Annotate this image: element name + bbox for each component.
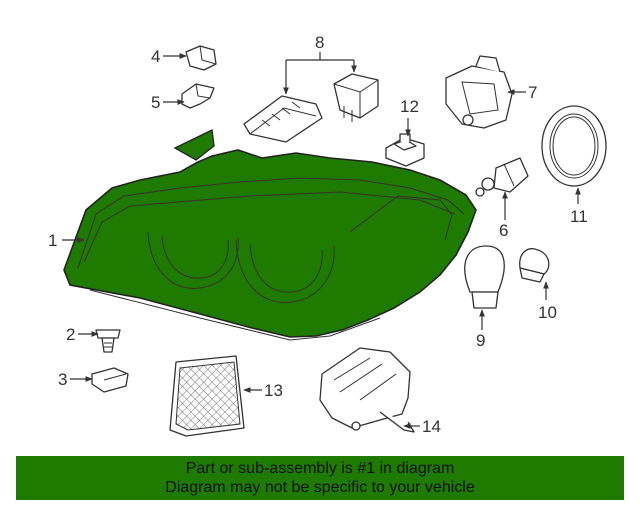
callout-label-6: 6 [499,221,508,240]
callout-label-5: 5 [151,93,160,112]
part-note-line-2: Diagram may not be specific to your vehi… [165,479,475,496]
callout-4: 4 [151,47,187,66]
socket-part-12[interactable] [385,133,425,167]
grille-part[interactable] [169,355,245,437]
callout-2: 2 [66,325,99,344]
bracket-housing-part[interactable] [319,347,415,433]
callout-label-14: 14 [422,417,441,436]
callout-1: 1 [48,231,85,250]
callout-7: 7 [507,83,537,102]
seal-ring-part[interactable] [541,105,607,187]
callout-label-10: 10 [538,303,557,322]
bulb-socket-part[interactable] [475,157,529,197]
clip-part[interactable] [91,367,129,393]
callout-label-7: 7 [528,83,537,102]
screw-part[interactable] [95,329,121,353]
callout-label-12: 12 [400,97,419,116]
callout-label-11: 11 [570,207,588,226]
parts-diagram: 1 2 3 4 5 6 7 8 9 10 11 1 [48,33,607,437]
callout-10: 10 [538,281,557,322]
part-note-banner: Part or sub-assembly is #1 in diagram Di… [16,456,624,500]
callout-8: 8 [283,33,357,95]
callout-label-1: 1 [48,231,57,250]
callout-13: 13 [243,381,283,400]
callout-label-9: 9 [476,331,485,350]
control-module-right[interactable] [333,73,379,122]
small-bulb-part[interactable] [519,248,550,283]
callout-label-3: 3 [58,370,67,389]
callout-3: 3 [58,370,93,389]
bracket-part-5[interactable] [181,83,215,109]
control-module-left[interactable] [243,95,323,143]
callout-12: 12 [400,97,419,137]
callout-label-2: 2 [66,325,75,344]
callout-5: 5 [151,93,185,112]
callout-9: 9 [476,309,485,350]
callout-label-8: 8 [315,33,324,52]
actuator-housing-part[interactable] [445,55,513,129]
part-note-line-1: Part or sub-assembly is #1 in diagram [185,460,455,477]
callout-label-13: 13 [264,381,283,400]
callout-14: 14 [403,417,441,436]
callout-label-4: 4 [151,47,160,66]
bulb-part[interactable] [464,245,505,309]
callout-6: 6 [499,191,508,240]
headlight-assembly[interactable] [63,129,477,341]
bracket-part-4[interactable] [185,45,217,71]
callout-11: 11 [570,187,588,226]
